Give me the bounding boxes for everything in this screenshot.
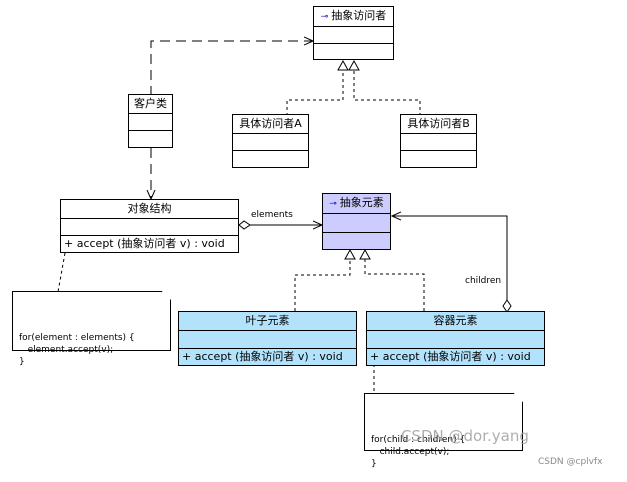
watermark-main: CSDN @dor.yang (401, 427, 529, 445)
class-client[interactable]: 客户类 (128, 94, 173, 148)
interface-icon: ⊸ (320, 12, 329, 22)
operations-section: + accept (抽象访问者 v) : void (61, 236, 238, 252)
class-name: 抽象元素 (339, 196, 384, 209)
class-name: 具体访问者B (401, 115, 476, 134)
operations-section (323, 233, 390, 251)
children-aggregation (392, 216, 508, 300)
leaf-realization (294, 259, 351, 311)
note-fold-icon (514, 393, 523, 402)
attributes-section (179, 331, 356, 349)
class-abstract-visitor[interactable]: ⊸抽象访问者 (313, 6, 394, 60)
class-object-structure[interactable]: 对象结构 + accept (抽象访问者 v) : void (60, 199, 239, 253)
class-name: 容器元素 (367, 312, 544, 331)
visitor-b-realization (353, 70, 421, 116)
note-text: for(child : children) { child.accept(v);… (371, 435, 466, 469)
label-elements: elements (251, 210, 293, 220)
class-composite-element[interactable]: 容器元素 + accept (抽象访问者 v) : void (366, 311, 545, 366)
class-concrete-visitor-a[interactable]: 具体访问者A (232, 114, 309, 168)
operation-accept: + accept (抽象访问者 v) : void (182, 350, 343, 363)
class-name: 对象结构 (61, 200, 238, 219)
operations-section: + accept (抽象访问者 v) : void (367, 349, 544, 365)
operations-section (233, 151, 308, 168)
operations-section (314, 44, 393, 61)
attributes-section (129, 114, 172, 131)
attributes-section (314, 27, 393, 44)
client-visitor-dependency (150, 41, 313, 96)
attributes-section (401, 134, 476, 151)
class-abstract-element[interactable]: ⊸抽象元素 (322, 193, 391, 250)
class-name: 抽象访问者 (331, 9, 387, 22)
structure-note-anchor (57, 252, 66, 293)
class-leaf-element[interactable]: 叶子元素 + accept (抽象访问者 v) : void (178, 311, 357, 366)
operations-section: + accept (抽象访问者 v) : void (179, 349, 356, 365)
operation-accept: + accept (抽象访问者 v) : void (370, 350, 531, 363)
note-object-structure[interactable]: for(element : elements) { element.accept… (12, 291, 171, 367)
visitor-a-realization (286, 70, 344, 116)
attributes-section (233, 134, 308, 151)
class-concrete-visitor-b[interactable]: 具体访问者B (400, 114, 477, 168)
attributes-section (367, 331, 544, 349)
attributes-section (323, 214, 390, 233)
operations-section (401, 151, 476, 168)
interface-icon: ⊸ (329, 199, 337, 209)
class-name: 具体访问者A (233, 115, 308, 134)
operation-accept: + accept (抽象访问者 v) : void (64, 237, 225, 250)
attributes-section (61, 219, 238, 236)
class-name: 客户类 (129, 95, 172, 114)
composite-realization (364, 259, 425, 311)
note-composite[interactable]: for(child : children) { child.accept(v);… (364, 393, 523, 469)
operations-section (129, 131, 172, 148)
watermark-corner: CSDN @cplvfx (538, 457, 603, 467)
label-children: children (465, 276, 502, 286)
note-text: for(element : elements) { element.accept… (19, 333, 135, 367)
note-fold-icon (162, 291, 171, 300)
class-name: 叶子元素 (179, 312, 356, 331)
